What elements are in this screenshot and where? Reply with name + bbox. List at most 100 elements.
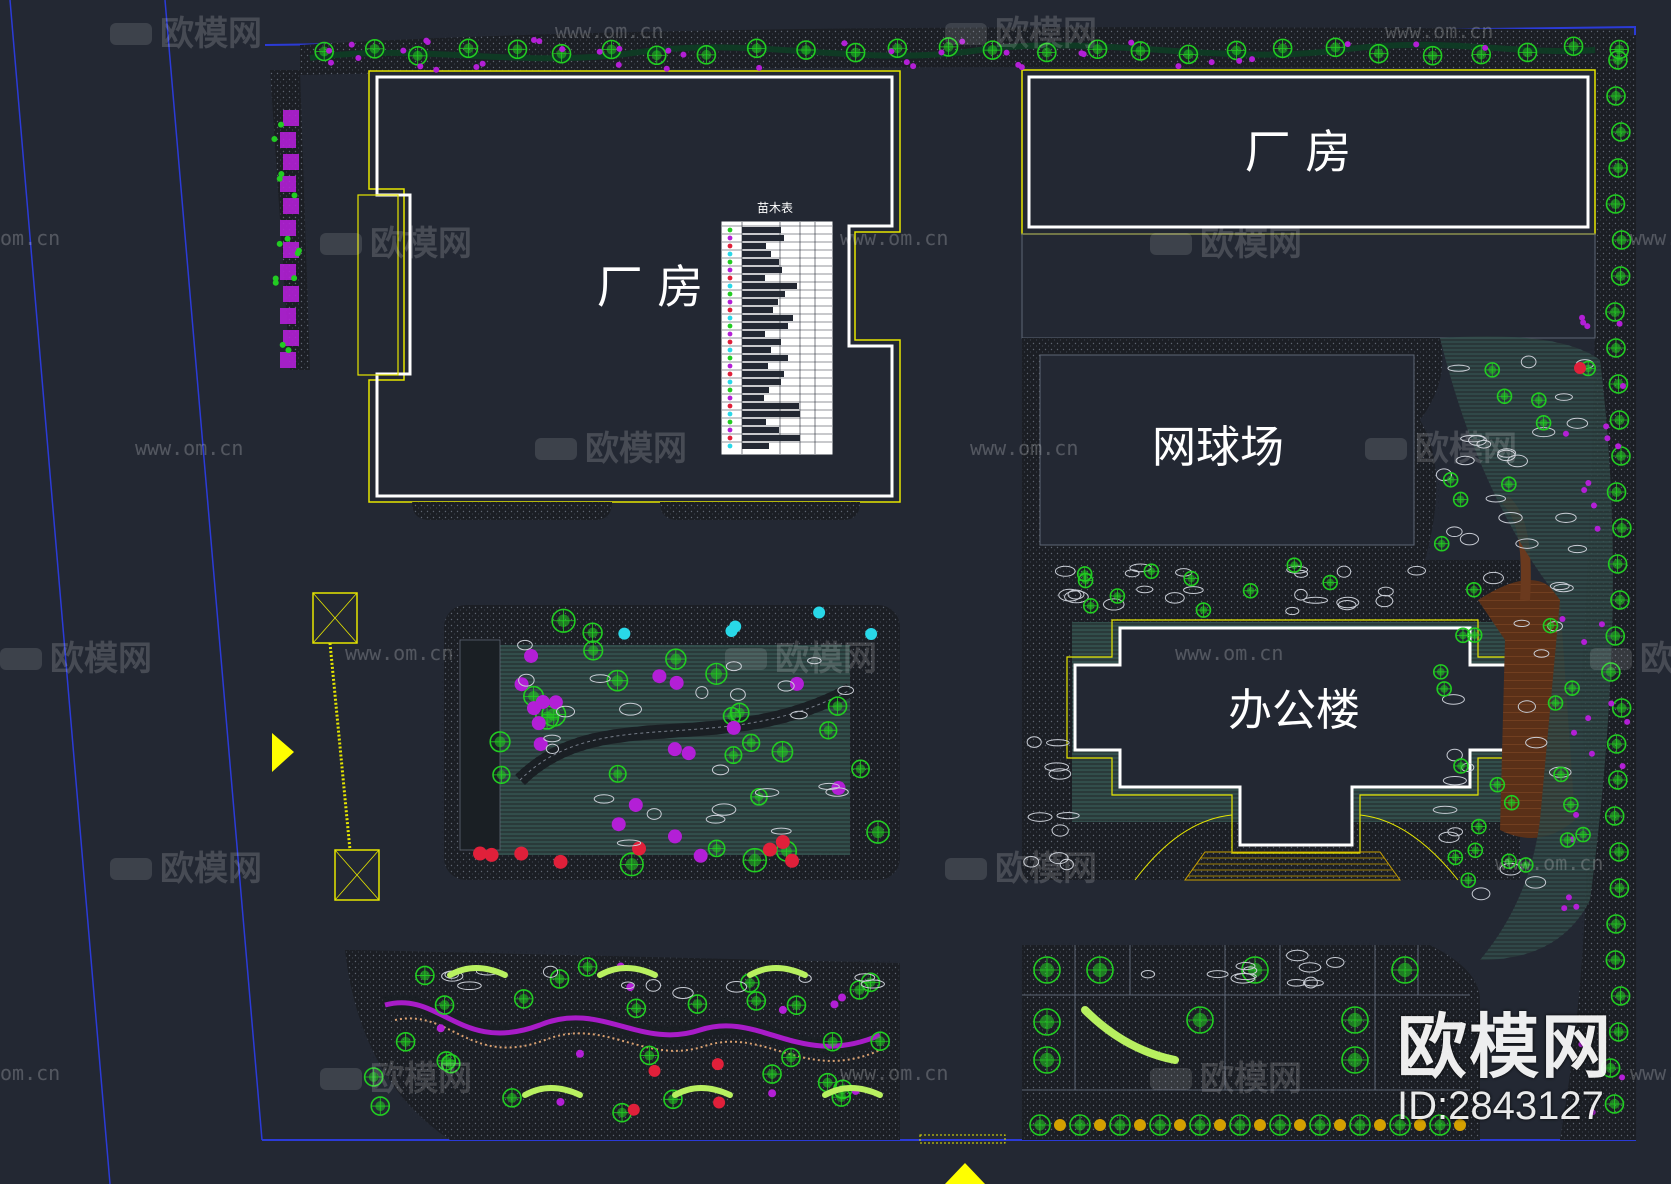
shrub-symbol [484, 847, 499, 862]
shrub-symbol [813, 606, 826, 619]
shrub-symbol [1581, 487, 1588, 494]
shrub-symbol [1616, 320, 1623, 327]
flower-bed-symbol [280, 220, 296, 236]
shrub-symbol [618, 627, 631, 640]
rock-symbol [1566, 417, 1589, 429]
watermark-url-edge: om.cn [0, 226, 60, 250]
shrub-symbol [615, 61, 622, 68]
watermark-url: www.om.cn [840, 1061, 948, 1085]
shrub-symbol [1598, 621, 1605, 628]
shrub-symbol [830, 1000, 839, 1009]
rock-symbol [705, 814, 726, 824]
tree-symbol [1069, 1114, 1091, 1136]
shrub-symbol [1615, 443, 1622, 450]
tree-symbol [1605, 302, 1625, 322]
rock-symbol [645, 979, 662, 992]
tree-symbol [786, 995, 807, 1015]
tree-symbol [1447, 849, 1464, 866]
watermark-brand: 欧模网 [775, 639, 877, 679]
tree-symbol [1391, 956, 1419, 984]
rock-symbol [1485, 494, 1507, 503]
tree-symbol [1368, 43, 1389, 64]
shrub-symbol [1094, 1119, 1106, 1131]
rock-symbol [542, 965, 559, 978]
tree-symbol [1186, 1006, 1214, 1034]
tree-symbol [492, 765, 511, 785]
rock-symbol [1533, 649, 1550, 658]
shrub-symbol [1294, 1119, 1306, 1131]
rock-symbol [1567, 544, 1588, 554]
tree-symbol [746, 38, 767, 59]
watermark-url: www.om.cn [970, 436, 1078, 460]
tree-symbol [1607, 554, 1628, 574]
rock-symbol [818, 782, 840, 791]
rock-symbol [620, 981, 635, 990]
tree-symbol [1349, 1114, 1371, 1136]
tree-symbol [1605, 626, 1626, 646]
shrub-symbol [417, 63, 424, 70]
rock-symbol [1046, 739, 1070, 747]
office-area [1022, 560, 1524, 881]
tree-symbol [1542, 617, 1559, 634]
shrub-symbol [665, 47, 672, 54]
tree-symbol [1082, 598, 1099, 614]
shrub-symbol [295, 247, 302, 254]
rock-symbol [711, 803, 737, 816]
shrub-symbol [276, 240, 283, 247]
tree-symbol [1229, 1114, 1251, 1136]
shrub-symbol [1579, 314, 1586, 321]
rock-symbol [1298, 962, 1322, 973]
rock-symbol [1447, 827, 1464, 837]
rock-symbol [1471, 887, 1491, 901]
tree-symbol [395, 1031, 416, 1052]
shrub-symbol [1584, 323, 1591, 330]
rock-symbol [1476, 439, 1492, 449]
tree-symbol [1460, 872, 1477, 889]
tree-symbol [938, 37, 959, 57]
tree-symbol [1309, 1114, 1331, 1136]
shrub-symbol [1254, 1119, 1266, 1131]
watermark-url: www.om.cn [1175, 641, 1283, 665]
shrub-symbol [1603, 423, 1610, 430]
shrub-symbol [473, 63, 480, 70]
watermark-url: www.om.cn [135, 436, 243, 460]
tree-symbol [1429, 1114, 1451, 1136]
tree-symbol [1109, 1114, 1131, 1136]
shrub-symbol [1128, 39, 1135, 46]
tree-symbol [1609, 878, 1630, 898]
watermark-brand: 欧模网 [50, 639, 152, 679]
tree-symbol [415, 965, 435, 986]
tree-symbol [1242, 582, 1259, 599]
tree-symbol [601, 39, 622, 60]
rock-symbol [1483, 571, 1504, 585]
rock-symbol [777, 680, 795, 692]
watermark-brand: 欧模网 [1415, 429, 1517, 469]
tree-symbol [1501, 853, 1517, 870]
rock-symbol [1446, 526, 1463, 538]
tree-symbol [1389, 1114, 1411, 1136]
rock-symbol [1175, 568, 1193, 577]
tree-symbol [1611, 446, 1631, 466]
shrub-symbol [1414, 1119, 1426, 1131]
shrub-symbol [514, 846, 529, 861]
tree-symbol [1325, 37, 1346, 58]
watermark-url: www.om.cn [555, 19, 663, 43]
tree-symbol [870, 1031, 890, 1052]
tree-symbol [851, 759, 870, 779]
road-line-outer [9, 0, 111, 1184]
tree-symbol [1322, 574, 1338, 591]
rock-symbol [1064, 590, 1089, 604]
shrub-symbol [903, 59, 910, 66]
tree-symbol [887, 38, 908, 59]
tree-symbol [363, 1067, 384, 1087]
tree-symbol [1610, 590, 1630, 610]
tree-symbol [1600, 1058, 1621, 1078]
shrub-symbol [611, 817, 626, 832]
tree-symbol [1608, 770, 1628, 790]
shrub-symbol [648, 1064, 661, 1077]
shrub-symbol [1573, 811, 1580, 818]
rock-symbol [1438, 831, 1460, 843]
shrub-symbol [667, 742, 682, 757]
rock-symbol [729, 688, 746, 701]
rock-symbol [1026, 736, 1042, 748]
